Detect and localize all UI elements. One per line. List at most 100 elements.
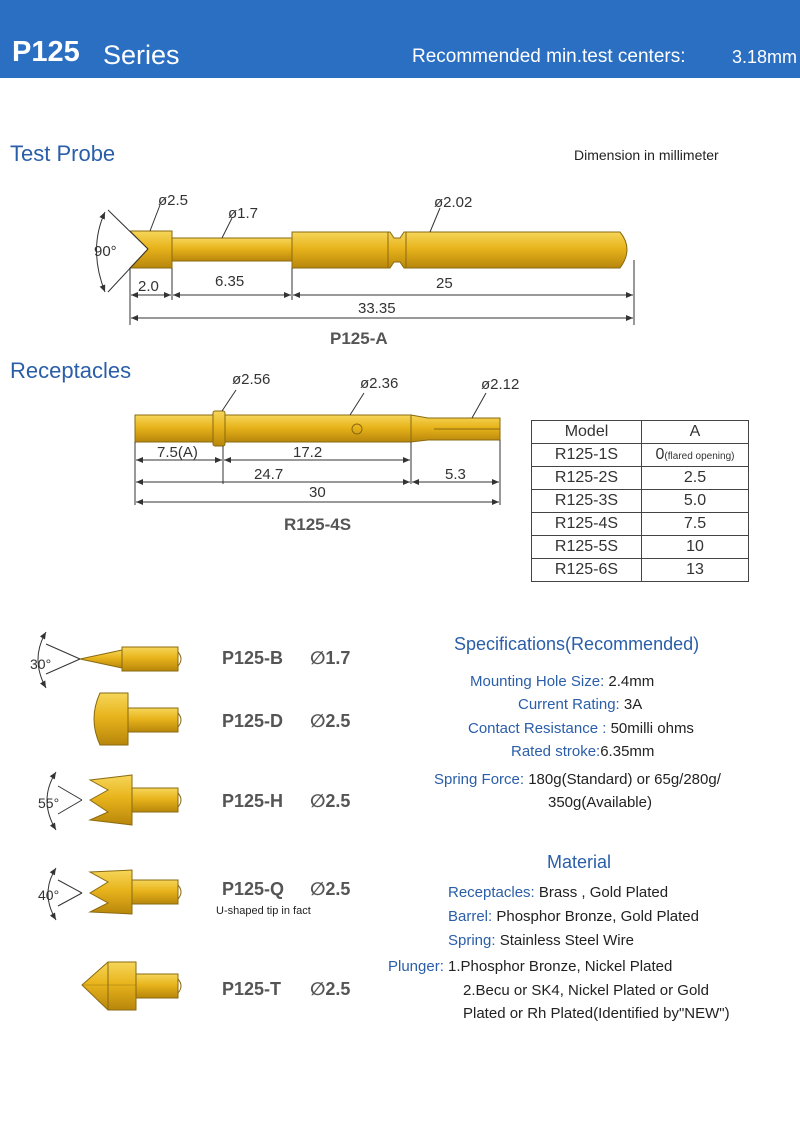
probe-neck-length: 6.35 [215,273,245,290]
spec-contact-key: Contact Resistance : [468,720,607,737]
probe-angle: 90° [94,243,117,260]
table-cell-a: 2.5 [641,466,749,490]
receptacle-model-table: Model A R125-1S 0(flared opening) R125-2… [531,420,749,582]
table-cell-a: 10 [641,535,749,559]
variant-t-name: P125-T [222,979,282,999]
table-cell-a: 7.5 [641,512,749,536]
table-cell-model: R125-1S [531,443,642,467]
specifications-title: Specifications(Recommended) [454,634,700,654]
material-receptacles: Receptacles: Brass , Gold Plated [448,884,668,901]
variant-q-name: P125-Q [222,879,285,899]
variant-h-name: P125-H [222,791,284,811]
variant-b-drawing [37,631,182,689]
table-row: R125-4S 7.5 [531,512,749,536]
probe-total-length: 33.35 [358,300,396,317]
test-probe-title: Test Probe [10,141,116,166]
material-spring-key: Spring: [448,932,496,949]
receptacle-tail-length: 5.3 [445,466,466,483]
material-receptacles-key: Receptacles: [448,884,535,901]
receptacle-a-length: 7.5(A) [157,444,198,461]
material-plunger-key: Plunger: [388,958,444,975]
spec-spring: Spring Force: 180g(Standard) or 65g/280g… [434,771,721,788]
probe-head-diameter: ø2.5 [158,192,189,209]
material-plunger: Plunger: 1.Phosphor Bronze, Nickel Plate… [388,958,672,975]
probe-head-length: 2.0 [138,278,159,295]
table-row: R125-3S 5.0 [531,489,749,513]
table-cell-a: 5.0 [641,489,749,513]
material-spring-value: Stainless Steel Wire [499,932,634,949]
spec-contact: Contact Resistance : 50milli ohms [468,720,694,737]
material-plunger-value-1: 1.Phosphor Bronze, Nickel Plated [448,958,673,975]
material-receptacles-value: Brass , Gold Plated [538,884,669,901]
table-row: R125-2S 2.5 [531,466,749,490]
material-barrel: Barrel: Phosphor Bronze, Gold Plated [448,908,699,925]
material-title: Material [547,852,612,872]
variant-q-drawing [47,867,182,921]
variant-q-angle: 40° [38,887,60,903]
variant-b-angle: 30° [30,656,52,672]
probe-body-diameter: ø2.02 [434,194,473,211]
series-title: P125 [12,36,80,68]
table-header-row: Model A [531,420,749,444]
variant-d-diameter: ∅2.5 [310,711,351,731]
spec-stroke: Rated stroke:6.35mm [511,743,654,760]
table-cell-model: R125-2S [531,466,642,490]
series-label: Series [103,40,180,70]
receptacle-collar-diameter: ø2.56 [232,371,271,388]
spec-spring-key: Spring Force: [434,771,525,788]
spec-contact-value: 50milli ohms [610,720,694,737]
material-plunger-value-2: 2.Becu or SK4, Nickel Plated or Gold [463,982,709,999]
probe-model-label: P125-A [330,329,388,348]
spec-mounting-value: 2.4mm [608,673,655,690]
variant-b-name: P125-B [222,648,284,668]
receptacles-title: Receptacles [10,358,132,383]
spec-current: Current Rating: 3A [518,696,642,713]
receptacle-drawing [134,389,501,505]
variant-d-drawing [93,692,182,746]
receptacle-mid-length: 17.2 [293,444,323,461]
table-cell-model: R125-3S [531,489,642,513]
material-barrel-value: Phosphor Bronze, Gold Plated [496,908,699,925]
units-note: Dimension in millimeter [574,147,719,163]
table-row: R125-6S 13 [531,558,749,582]
spec-mounting-key: Mounting Hole Size: [470,673,605,690]
probe-neck-diameter: ø1.7 [228,205,259,222]
spec-mounting: Mounting Hole Size: 2.4mm [470,673,654,690]
table-cell-a: 13 [641,558,749,582]
table-cell-model: R125-4S [531,512,642,536]
variant-t-drawing [81,961,182,1011]
table-row: R125-1S 0(flared opening) [531,443,749,467]
variant-h-diameter: ∅2.5 [310,791,351,811]
variant-q-diameter: ∅2.5 [310,879,351,899]
probe-drawing [96,204,635,325]
spec-spring-value-1: 180g(Standard) or 65g/280g/ [528,771,721,788]
spec-spring-value-2: 350g(Available) [548,794,652,811]
receptacle-total-length: 30 [309,484,326,501]
receptacle-body-length: 24.7 [254,466,284,483]
table-row: R125-5S 10 [531,535,749,559]
variant-t-diameter: ∅2.5 [310,979,351,999]
variant-d-name: P125-D [222,711,284,731]
recommended-value: 3.18mm [732,47,798,67]
material-plunger-value-3: Plated or Rh Plated(Identified by"NEW") [463,1005,730,1022]
spec-stroke-value: 6.35mm [600,743,655,760]
table-cell-model: R125-5S [531,535,642,559]
material-spring: Spring: Stainless Steel Wire [448,932,634,949]
spec-stroke-key: Rated stroke: [511,743,601,760]
table-header-a: A [641,420,749,444]
spec-current-value: 3A [623,696,643,713]
probe-body-length: 25 [436,275,453,292]
material-barrel-key: Barrel: [448,908,493,925]
receptacle-model-label: R125-4S [284,515,352,534]
variant-q-note: U-shaped tip in fact [216,905,311,917]
table-header-model: Model [531,420,642,444]
variant-b-diameter: ∅1.7 [310,648,351,668]
variant-h-drawing [46,771,182,831]
table-cell-model: R125-6S [531,558,642,582]
recommended-label: Recommended min.test centers: [412,46,686,67]
variant-h-angle: 55° [38,795,60,811]
receptacle-body-diameter: ø2.36 [360,375,399,392]
receptacle-tail-diameter: ø2.12 [481,376,520,393]
spec-current-key: Current Rating: [518,696,620,713]
